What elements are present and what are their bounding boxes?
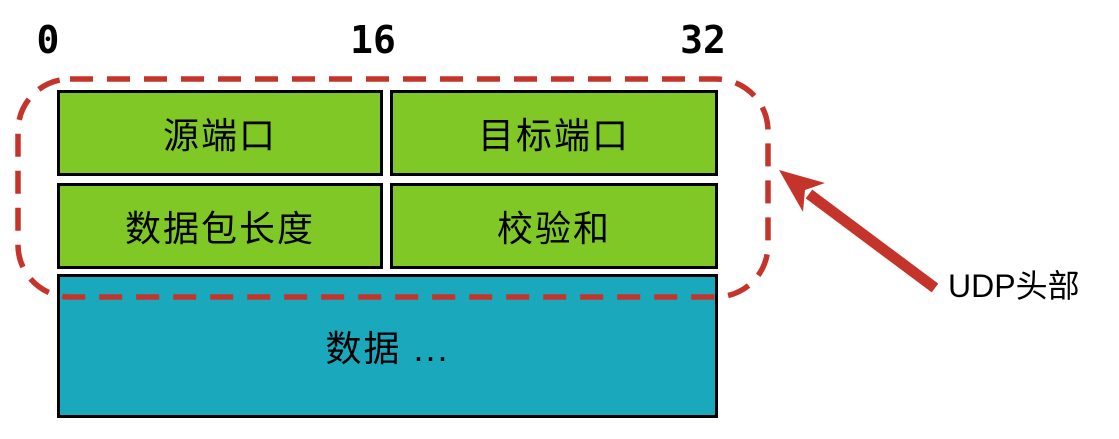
bit-label-32: 32	[680, 18, 726, 62]
udp-header-arrow-shaft	[805, 189, 939, 293]
field-destination-port: 目标端口	[390, 90, 718, 176]
field-data: 数据 ...	[57, 274, 718, 418]
udp-header-label: UDP头部	[948, 268, 1080, 304]
bit-label-0: 0	[36, 18, 60, 62]
field-checksum: 校验和	[390, 183, 718, 269]
udp-header-arrow-head	[779, 170, 825, 212]
field-packet-length: 数据包长度	[57, 183, 383, 269]
bit-label-16: 16	[350, 18, 396, 62]
field-source-port: 源端口	[57, 90, 383, 176]
